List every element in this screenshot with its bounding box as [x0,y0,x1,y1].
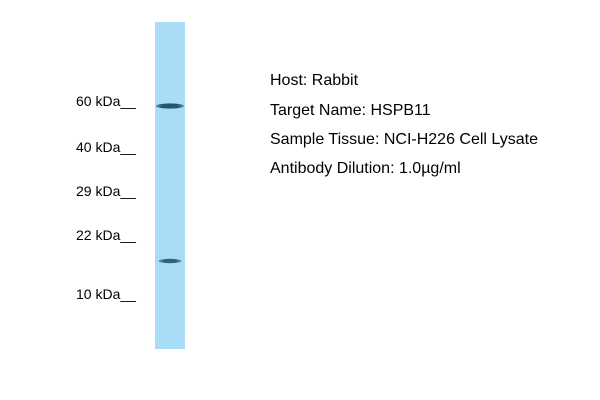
marker-label: 22 kDa__ [76,227,136,243]
host-text: Host: Rabbit [270,72,359,89]
marker-10kda: 10 kDa__ [60,286,152,302]
band-60kda [156,103,184,109]
marker-22kda: 22 kDa__ [60,227,152,243]
band-low [158,258,182,264]
marker-60kda: 60 kDa__ [60,93,152,109]
marker-29kda: 29 kDa__ [60,183,152,199]
target-name-text: Target Name: HSPB11 [270,102,431,119]
marker-label: 29 kDa__ [76,183,136,199]
marker-label: 40 kDa__ [76,139,136,155]
lane-bands [156,103,184,264]
sample-tissue-text: Sample Tissue: NCI-H226 Cell Lysate [270,131,538,148]
antibody-dilution-text: Antibody Dilution: 1.0µg/ml [270,160,461,177]
marker-40kda: 40 kDa__ [60,139,152,155]
marker-label: 60 kDa__ [76,93,136,109]
blot-lane [155,22,185,349]
marker-label: 10 kDa__ [76,286,136,302]
